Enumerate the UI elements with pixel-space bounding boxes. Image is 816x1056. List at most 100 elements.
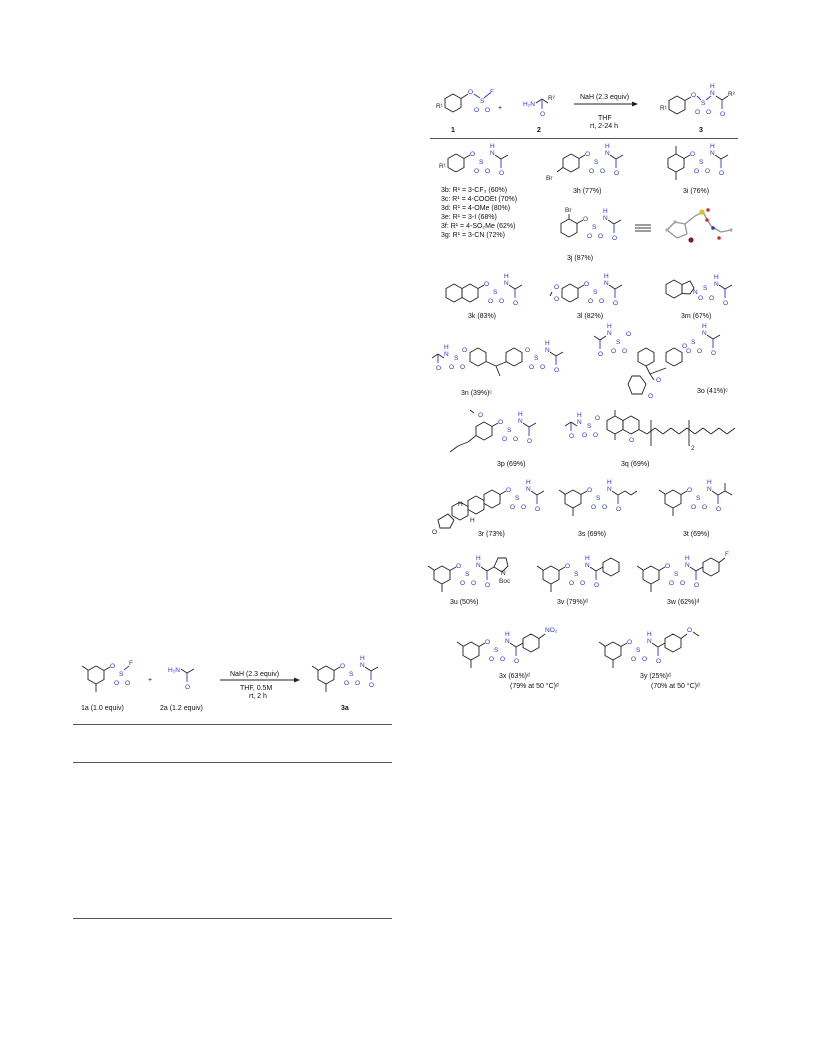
svg-text:S: S [674, 571, 679, 578]
plus-sign: + [498, 105, 503, 112]
svg-text:H: H [605, 143, 610, 150]
svg-text:S: S [494, 647, 499, 654]
structure-3t: O S O O N H O [658, 479, 733, 516]
table-top-rule [73, 724, 392, 725]
structure-3l: O O O S O O N H O [549, 273, 623, 307]
svg-text:N: N [707, 486, 712, 493]
scheme-structures: R¹ O S F O O H₂N O R² R¹ O S O O N H O R… [436, 83, 736, 118]
label-3y: 3y (25%)ᵈ [640, 673, 671, 680]
svg-text:O: O [614, 170, 619, 177]
svg-text:H₂N: H₂N [168, 667, 180, 674]
svg-text:O: O [529, 364, 534, 371]
svg-text:S: S [574, 571, 579, 578]
svg-text:H: H [470, 517, 475, 524]
svg-text:O: O [656, 377, 661, 384]
series-3b-3g: 3b: R¹ = 3-CF₃ (60%) 3c: R¹ = 4-COOEt (7… [441, 186, 517, 240]
svg-text:N: N [504, 280, 509, 287]
svg-text:N: N [607, 486, 612, 493]
label-3u: 3u (50%) [450, 599, 479, 606]
svg-text:H: H [490, 143, 495, 150]
svg-text:F: F [725, 551, 729, 558]
svg-text:O: O [485, 582, 490, 589]
svg-text:O: O [711, 350, 716, 357]
svg-text:H: H [505, 631, 510, 638]
svg-text:O: O [582, 432, 587, 439]
svg-text:O: O [485, 168, 490, 175]
svg-text:O: O [344, 680, 349, 687]
svg-text:S: S [592, 224, 597, 231]
structure-3y: O S O O N H O O [598, 627, 700, 668]
optimization-structures: O S O O F H₂N O O S O O N H O [81, 655, 379, 692]
svg-text:O: O [474, 168, 479, 175]
svg-text:O: O [580, 580, 585, 587]
note-3x: (79% at 50 °C)ᵈ [510, 683, 559, 690]
scheme-divider [430, 138, 738, 139]
svg-text:O: O [665, 563, 670, 570]
svg-text:S: S [696, 495, 701, 502]
svg-text:N: N [518, 418, 523, 425]
structure-3b-3g: R¹ O S O O N H O [439, 143, 509, 177]
structure-3u: O S O O N H O N Boc [427, 555, 511, 592]
svg-text:O: O [702, 504, 707, 511]
svg-text:O: O [600, 168, 605, 175]
left-conditions-solvent: THF, 0.5M [240, 685, 273, 692]
svg-text:O: O [432, 529, 437, 536]
label-3s: 3s (69%) [578, 531, 607, 538]
table-header-rule [73, 762, 392, 763]
svg-text:N: N [501, 570, 506, 577]
left-reagent-1-label: 1a (1.0 equiv) [81, 705, 124, 712]
svg-text:S: S [587, 423, 592, 430]
svg-text:O: O [716, 506, 721, 513]
svg-text:N: N [476, 562, 481, 569]
svg-text:O: O [642, 656, 647, 663]
reagent-2-label: 2 [537, 127, 541, 134]
left-conditions-above: NaH (2.3 equiv) [230, 671, 280, 678]
label-3n: 3n (39%)ᶜ [461, 390, 492, 397]
svg-text:O: O [627, 639, 632, 646]
svg-text:O: O [535, 506, 540, 513]
left-reagent-2-label: 2a (1.2 equiv) [160, 705, 203, 712]
svg-text:O: O [691, 92, 696, 99]
label-3w: 3w (62%)ᵈ [667, 599, 700, 606]
svg-text:O: O [510, 504, 515, 511]
svg-text:N: N [647, 638, 652, 645]
reagent-1-label: 1 [451, 127, 455, 134]
svg-text:N: N [526, 486, 531, 493]
series-item: 3g: R¹ = 3-CN (72%) [441, 232, 505, 239]
svg-text:H: H [444, 344, 449, 351]
conditions-temp: rt, 2-24 h [590, 123, 619, 130]
conditions-solvent: THF [598, 115, 612, 122]
svg-text:H: H [526, 479, 531, 486]
svg-text:H: H [604, 273, 609, 280]
svg-text:O: O [554, 367, 559, 374]
svg-text:N: N [545, 347, 550, 354]
svg-text:O: O [500, 656, 505, 663]
svg-text:O: O [611, 348, 616, 355]
svg-text:O: O [468, 89, 473, 96]
svg-text:2: 2 [691, 445, 695, 452]
svg-text:O: O [591, 504, 596, 511]
svg-text:S: S [616, 339, 621, 346]
svg-text:O: O [340, 663, 345, 670]
label-3t: 3t (69%) [683, 531, 710, 538]
svg-text:O: O [697, 348, 702, 355]
svg-text:H: H [603, 208, 608, 215]
svg-text:N: N [505, 638, 510, 645]
svg-text:O: O [569, 433, 574, 440]
svg-text:H: H [545, 340, 550, 347]
plus-sign-left: + [148, 677, 153, 684]
svg-text:H: H [702, 323, 707, 330]
svg-text:N: N [604, 280, 609, 287]
structure-3w: O S O O N H O F [636, 551, 729, 592]
svg-text:H: H [707, 479, 712, 486]
svg-text:O: O [540, 364, 545, 371]
r1-label: R¹ [436, 103, 444, 110]
svg-text:O: O [680, 580, 685, 587]
svg-text:O: O [462, 347, 467, 354]
svg-text:O: O [595, 415, 600, 422]
svg-text:S: S [594, 159, 599, 166]
svg-text:O: O [585, 151, 590, 158]
svg-text:S: S [465, 571, 470, 578]
svg-text:O: O [691, 504, 696, 511]
svg-text:O: O [598, 233, 603, 240]
